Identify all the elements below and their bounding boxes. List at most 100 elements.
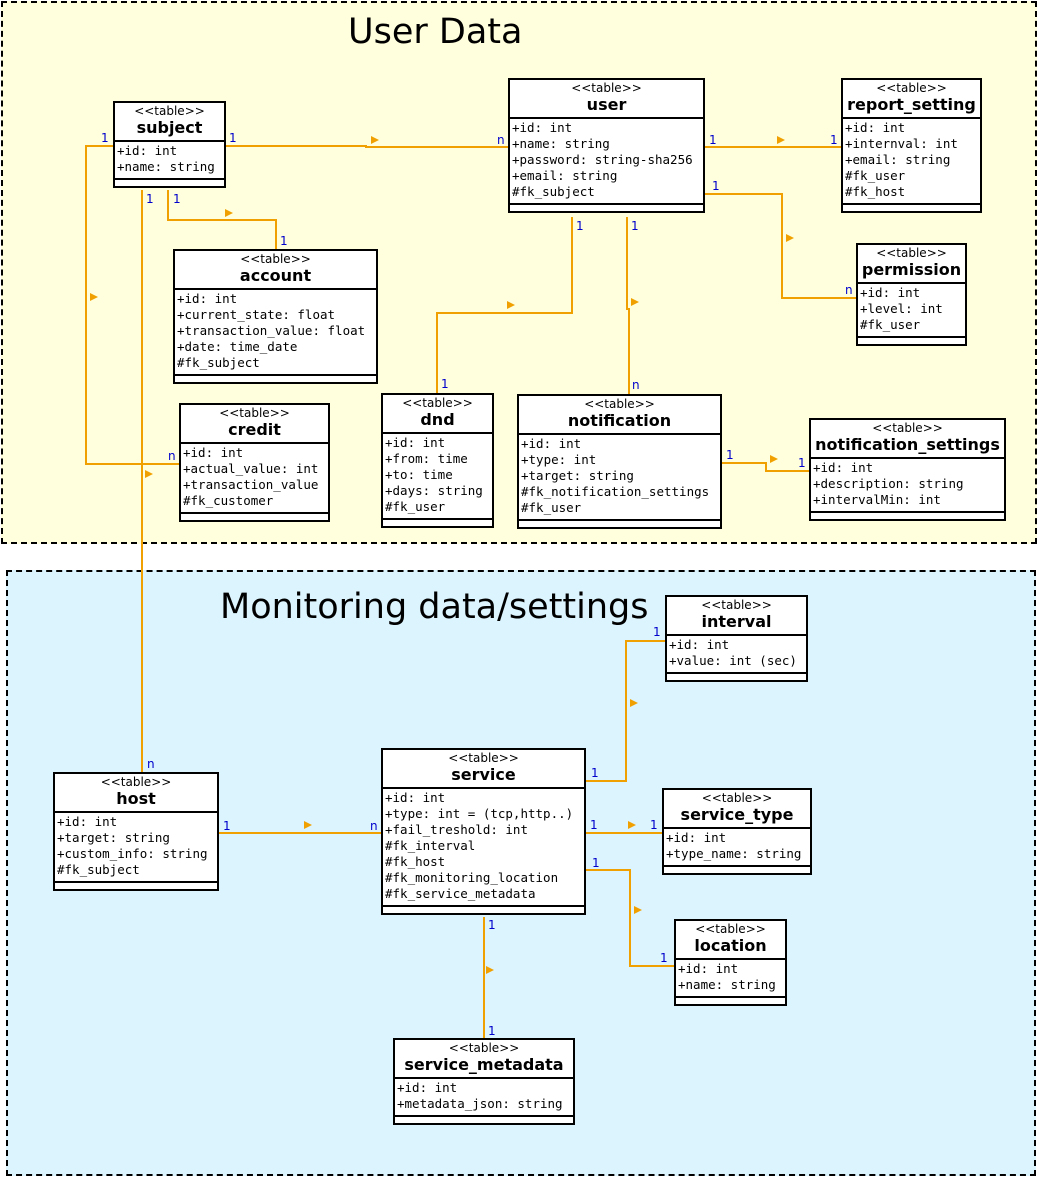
- field: +level: int: [860, 301, 943, 316]
- arrow-marker: [304, 821, 312, 829]
- table-name: report_setting: [847, 95, 976, 114]
- field: +type_name: string: [666, 846, 802, 861]
- table-user[interactable]: <<table>> user +id: int +name: string +p…: [508, 78, 705, 213]
- table-name: service_metadata: [404, 1055, 564, 1074]
- monitoring-title: Monitoring data/settings: [220, 587, 649, 627]
- field: #fk_monitoring_location: [385, 870, 559, 885]
- field-list: +id: int +from: time +to: time +days: st…: [383, 434, 492, 520]
- field: +transaction_value: float: [177, 323, 366, 338]
- table-notification-settings[interactable]: <<table>> notification_settings +id: int…: [809, 418, 1006, 521]
- methods-compartment: [667, 674, 806, 680]
- line-service-location: [586, 869, 675, 967]
- table-header: <<table>> service_metadata: [395, 1040, 573, 1079]
- field: +id: int: [385, 435, 446, 450]
- field-list: +id: int +level: int #fk_user: [858, 284, 965, 338]
- cardinality-label: 1: [576, 219, 584, 233]
- methods-compartment: [858, 338, 965, 344]
- table-host[interactable]: <<table>> host +id: int +target: string …: [53, 772, 219, 891]
- table-name: host: [116, 789, 156, 808]
- table-account[interactable]: <<table>> account +id: int +current_stat…: [173, 249, 378, 384]
- field: +current_state: float: [177, 307, 336, 322]
- cardinality-label: 1: [223, 819, 231, 833]
- methods-compartment: [519, 521, 720, 527]
- cardinality-label: 1: [830, 133, 838, 147]
- field: #fk_host: [385, 854, 446, 869]
- cardinality-label: n: [632, 378, 640, 392]
- stereotype-label: <<table>>: [240, 252, 311, 266]
- cardinality-label: 1: [280, 234, 288, 248]
- stereotype-label: <<table>>: [571, 81, 642, 95]
- line-service-interval: [586, 640, 666, 782]
- methods-compartment: [383, 907, 584, 913]
- field-list: +id: int +type_name: string: [664, 829, 810, 867]
- arrow-marker: [770, 455, 778, 463]
- table-report-setting[interactable]: <<table>> report_setting +id: int +inter…: [841, 78, 982, 213]
- table-credit[interactable]: <<table>> credit +id: int +actual_value:…: [179, 403, 330, 522]
- stereotype-label: <<table>>: [701, 791, 773, 805]
- cardinality-label: 1: [590, 818, 598, 832]
- table-header: <<table>> account: [175, 251, 376, 290]
- table-notification[interactable]: <<table>> notification +id: int +type: i…: [517, 394, 722, 529]
- field: +email: string: [512, 168, 618, 183]
- cardinality-label: 1: [726, 448, 734, 462]
- field: +id: int: [385, 790, 446, 805]
- field: +name: string: [512, 136, 610, 151]
- field: #fk_subject: [177, 355, 260, 370]
- table-name: credit: [228, 420, 281, 439]
- table-header: <<table>> report_setting: [843, 80, 980, 119]
- line-user-notification: [626, 217, 630, 395]
- line-subject-credit: [85, 145, 180, 465]
- table-header: <<table>> dnd: [383, 395, 492, 434]
- field: +id: int: [860, 285, 921, 300]
- methods-compartment: [383, 520, 492, 526]
- field: +id: int: [666, 830, 727, 845]
- arrow-marker: [507, 301, 515, 309]
- field-list: +id: int +name: string: [115, 142, 224, 180]
- table-permission[interactable]: <<table>> permission +id: int +level: in…: [856, 243, 967, 346]
- field-list: +id: int +type: int +target: string #fk_…: [519, 435, 720, 521]
- table-name: user: [586, 95, 627, 114]
- table-name: service_type: [680, 805, 794, 824]
- arrow-marker: [631, 298, 639, 306]
- field: #fk_interval: [385, 838, 476, 853]
- field: +id: int: [183, 445, 244, 460]
- cardinality-label: 1: [798, 456, 806, 470]
- field: #fk_subject: [512, 184, 595, 199]
- arrow-marker: [225, 209, 233, 217]
- field-list: +id: int +description: string +intervalM…: [811, 459, 1004, 513]
- table-name: notification: [567, 411, 672, 430]
- field-list: +id: int +metadata_json: string: [395, 1079, 573, 1117]
- methods-compartment: [55, 883, 217, 889]
- table-header: <<table>> location: [676, 921, 785, 960]
- table-subject[interactable]: <<table>> subject +id: int +name: string: [113, 101, 226, 188]
- field: +internval: int: [845, 136, 958, 151]
- table-interval[interactable]: <<table>> interval +id: int +value: int …: [665, 595, 808, 682]
- line-user-permission: [705, 193, 857, 299]
- field: +id: int: [117, 143, 178, 158]
- field: +from: time: [385, 451, 468, 466]
- table-header: <<table>> permission: [858, 245, 965, 284]
- cardinality-label: n: [497, 133, 505, 147]
- table-service-metadata[interactable]: <<table>> service_metadata +id: int +met…: [393, 1038, 575, 1125]
- cardinality-label: 1: [441, 377, 449, 391]
- field: +id: int: [669, 637, 730, 652]
- table-dnd[interactable]: <<table>> dnd +id: int +from: time +to: …: [381, 393, 494, 528]
- field-list: +id: int +current_state: float +transact…: [175, 290, 376, 376]
- table-service-type[interactable]: <<table>> service_type +id: int +type_na…: [662, 788, 812, 875]
- table-header: <<table>> user: [510, 80, 703, 119]
- field: #fk_notification_settings: [521, 484, 710, 499]
- field: +name: string: [678, 977, 776, 992]
- table-service[interactable]: <<table>> service +id: int +type: int = …: [381, 748, 586, 915]
- cardinality-label: 1: [488, 1024, 496, 1038]
- cardinality-label: n: [845, 283, 853, 297]
- cardinality-label: 1: [631, 219, 639, 233]
- arrow-marker: [486, 966, 494, 974]
- field: +id: int: [678, 961, 739, 976]
- field: +id: int: [845, 120, 906, 135]
- table-header: <<table>> notification_settings: [811, 420, 1004, 459]
- methods-compartment: [395, 1117, 573, 1123]
- field: #fk_user: [521, 500, 582, 515]
- stereotype-label: <<table>>: [219, 406, 290, 420]
- table-location[interactable]: <<table>> location +id: int +name: strin…: [674, 919, 787, 1006]
- field: #fk_host: [845, 184, 906, 199]
